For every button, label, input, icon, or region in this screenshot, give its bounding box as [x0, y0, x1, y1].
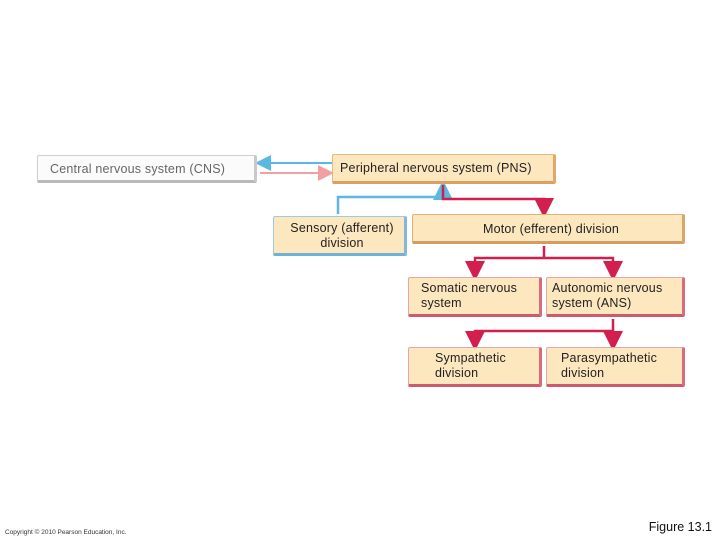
parasympathetic-label-line2: division	[561, 366, 605, 380]
motor-division-box: Motor (efferent) division	[412, 214, 685, 244]
sympathetic-label-line2: division	[435, 366, 479, 380]
autonomic-label-line2: system (ANS)	[552, 296, 632, 310]
somatic-label-line2: system	[421, 296, 462, 310]
parasympathetic-label-line1: Parasympathetic	[561, 351, 658, 365]
sympathetic-division-box: Sympathetic division	[408, 347, 542, 387]
autonomic-system-box: Autonomic nervous system (ANS)	[546, 277, 685, 317]
sensory-label-line1: Sensory (afferent)	[290, 221, 394, 235]
sympathetic-label-line1: Sympathetic	[435, 351, 506, 365]
somatic-label-line1: Somatic nervous	[421, 281, 518, 295]
cns-label: Central nervous system (CNS)	[50, 162, 226, 176]
parasympathetic-division-box: Parasympathetic division	[546, 347, 685, 387]
autonomic-branch-line	[473, 319, 615, 341]
somatic-system-box: Somatic nervous system	[408, 277, 542, 317]
pns-label: Peripheral nervous system (PNS)	[340, 161, 532, 175]
pns-to-motor-arrow	[441, 185, 554, 218]
motor-label: Motor (efferent) division	[483, 222, 620, 236]
pns-box: Peripheral nervous system (PNS)	[332, 154, 556, 184]
motor-branch-line	[473, 246, 615, 271]
cns-box: Central nervous system (CNS)	[37, 155, 257, 183]
figure-label: Figure 13.1	[648, 520, 712, 534]
autonomic-label-line1: Autonomic nervous	[552, 281, 663, 295]
sensory-to-pns-arrow	[336, 180, 453, 214]
sensory-division-box: Sensory (afferent) division	[273, 216, 407, 256]
copyright-text: Copyright © 2010 Pearson Education, Inc.	[5, 529, 127, 536]
sensory-label-line2: division	[320, 236, 364, 250]
